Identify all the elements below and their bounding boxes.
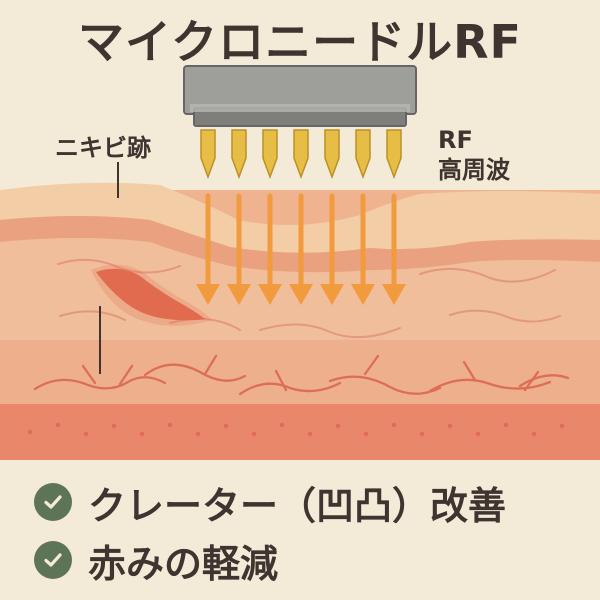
epidermis-band	[0, 216, 600, 273]
needle-group	[200, 129, 402, 180]
benefit-item-crater: クレーター（凹凸）改善	[34, 473, 594, 531]
benefit-text: 赤みの軽減	[88, 541, 279, 586]
rf-arrow-group	[196, 193, 406, 305]
rf-label: RF 高周波	[438, 125, 510, 185]
rf-label-line-1: RF	[438, 126, 473, 154]
acne-scar-glow	[91, 264, 212, 326]
benefit-text: クレーター（凹凸）改善	[88, 483, 507, 528]
dermis-lower	[0, 340, 600, 404]
benefit-item-redness: 赤みの軽減	[34, 531, 594, 589]
subcutaneous-layer	[0, 404, 600, 460]
check-circle-icon	[34, 483, 72, 521]
acne-scar-shape	[96, 268, 205, 321]
dot-row	[27, 422, 565, 437]
title: マイクロニードルRF	[78, 15, 522, 69]
fibers	[57, 258, 561, 339]
benefit-list: クレーター（凹凸）改善 赤みの軽減	[34, 473, 594, 589]
acne-scar-label: ニキビ跡	[55, 134, 151, 162]
check-circle-icon	[34, 541, 72, 579]
vessels	[33, 354, 570, 396]
epidermis-layer	[0, 182, 600, 253]
rf-label-line-2: 高周波	[438, 156, 510, 184]
microneedle-handpiece-icon	[183, 65, 417, 127]
